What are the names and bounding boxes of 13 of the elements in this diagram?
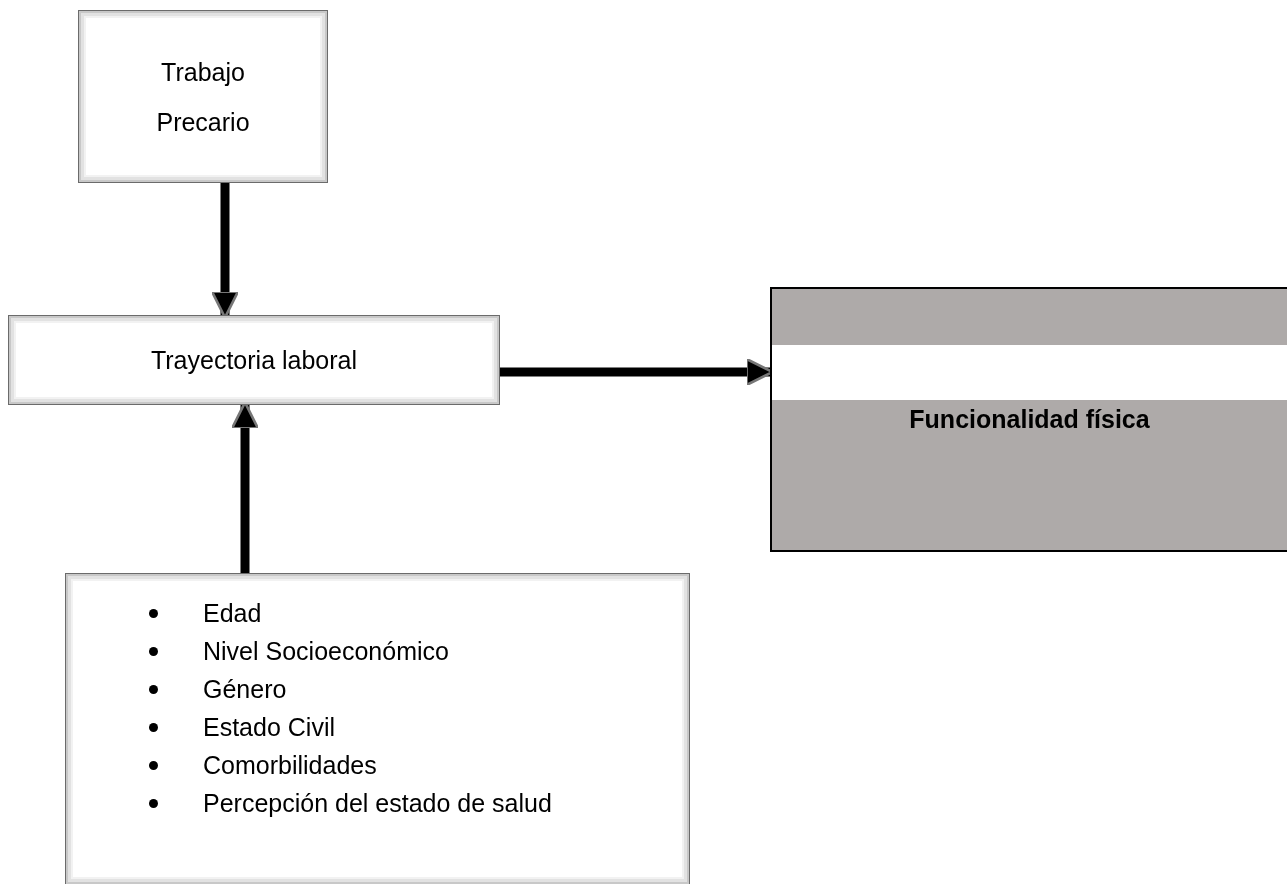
outcome-label: Funcionalidad física	[908, 404, 1151, 435]
process-box	[78, 10, 328, 183]
process-box	[8, 315, 500, 405]
factor-list-box	[65, 573, 690, 884]
box-label: Trayectoria laboral	[150, 345, 358, 376]
box-label: Trabajo Precario	[155, 56, 251, 138]
list-item: Edad	[203, 598, 262, 629]
list-item: Nivel Socioeconómico	[203, 636, 449, 667]
list-item: Género	[203, 674, 287, 705]
outcome-box	[770, 287, 1287, 552]
list-item: Estado Civil	[203, 712, 335, 743]
list-item: Comorbilidades	[203, 750, 377, 781]
list-item: Percepción del estado de salud	[203, 788, 552, 819]
